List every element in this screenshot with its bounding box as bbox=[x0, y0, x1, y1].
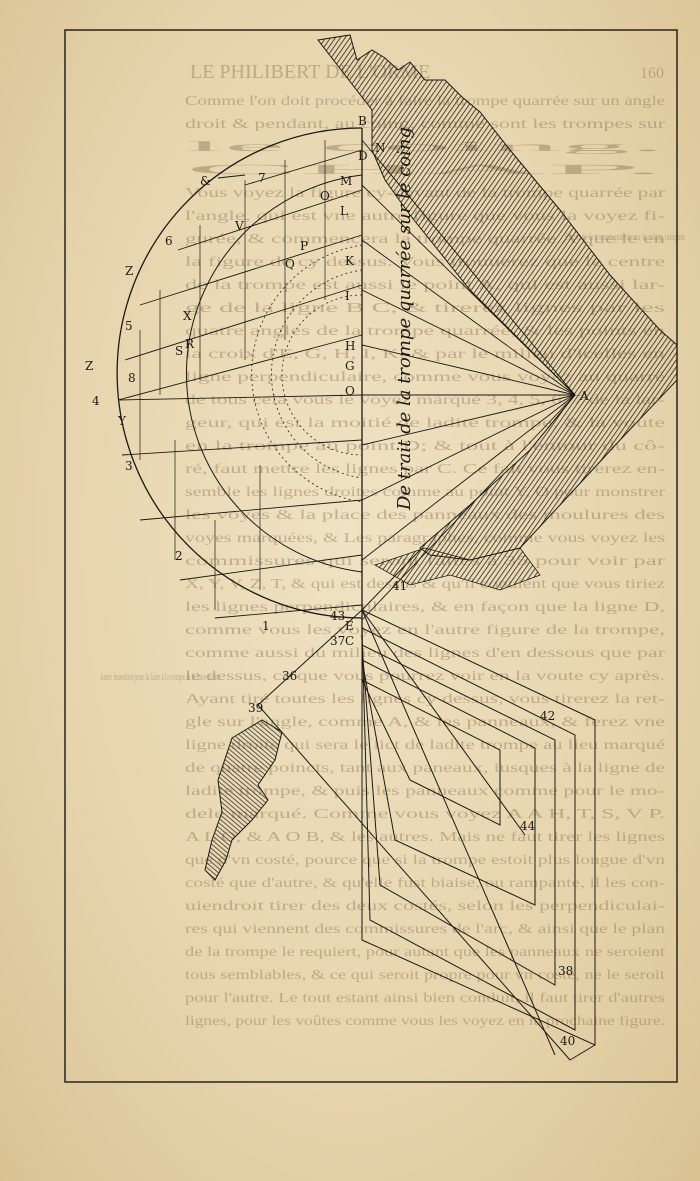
label-n: N bbox=[375, 141, 386, 155]
label-m: M bbox=[340, 174, 352, 188]
label-v: X bbox=[183, 309, 192, 323]
wall-hatch-upper bbox=[317, 34, 678, 561]
label-o2: O bbox=[345, 384, 355, 398]
plate-frame bbox=[64, 29, 678, 1083]
label-h: H bbox=[345, 339, 355, 353]
rays-from-a bbox=[361, 139, 576, 621]
label-r: R bbox=[185, 337, 195, 351]
label-5: 5 bbox=[125, 319, 133, 333]
wall-hatch-mid bbox=[374, 547, 541, 591]
label-x: Y bbox=[117, 414, 127, 428]
bleed-line: de quatre poincts, tant aux paneaux, ius… bbox=[185, 761, 665, 776]
label-37: 37 bbox=[330, 634, 345, 648]
bleed-line: les voyes & la place des panneaux des mo… bbox=[185, 508, 665, 523]
label-s: S bbox=[175, 344, 183, 358]
label-amp: & bbox=[200, 174, 211, 188]
bleed-margin-note: Façon de la trompe quarrée sur le coing,… bbox=[565, 232, 685, 243]
bleed-line: de tous cela vous le voyez marqué 3, 4, … bbox=[185, 393, 666, 408]
bleed-line: lignes, pour les voûtes comme vous les v… bbox=[185, 1014, 665, 1029]
label-42: 42 bbox=[540, 709, 555, 723]
bleed-line: dele marqué. Comme vous voyez A A H, T, … bbox=[185, 807, 665, 822]
dotted-arc-1 bbox=[251, 244, 363, 503]
bleed-line: les lignes perpendiculaires, & en façon … bbox=[185, 600, 665, 615]
bleed-line: gle sur l'angle, comme A, & les panneaux… bbox=[185, 715, 665, 730]
inner-arc bbox=[185, 174, 363, 573]
bleed-line: tous semblables, & ce qui seroit propre … bbox=[185, 968, 665, 983]
label-2: 2 bbox=[175, 549, 183, 563]
bleed-line: Ayant tiré toutes les lignes cy dessus, … bbox=[185, 692, 666, 707]
outer-arc bbox=[116, 127, 363, 619]
bleed-line: A L O, & A O B, & les autres. Mais ne fa… bbox=[185, 830, 665, 845]
bleed-line: de la trompe le requiert, pour autant qu… bbox=[185, 945, 665, 960]
label-k: K bbox=[345, 254, 355, 268]
label-i: I bbox=[345, 289, 350, 303]
label-g: G bbox=[345, 359, 355, 373]
bleed-line: pour l'autre. Le tout estant ainsi bien … bbox=[185, 991, 665, 1006]
label-38: 38 bbox=[558, 964, 573, 978]
bleed-line: res qui viennent des commissures de l'ar… bbox=[185, 922, 665, 937]
bleed-line: comme vous les voyez en l'autre figure d… bbox=[185, 623, 665, 638]
label-o: O bbox=[320, 189, 330, 203]
label-b: B bbox=[358, 114, 367, 128]
bleed-line: ligne perpendiculaire, comme vous voyez … bbox=[185, 370, 665, 385]
bleed-line: voyes marquées, & Les paragraphes, comme… bbox=[185, 531, 665, 546]
label-39: 39 bbox=[248, 701, 263, 715]
bleed-line: uiendroit tirer des deux costés, selon l… bbox=[185, 899, 666, 914]
bleed-line: que d'vn costé, pource que si la trompe … bbox=[185, 853, 665, 868]
bleed-page-number: 160 bbox=[640, 65, 664, 82]
plate-labels: B N D M O L K I H G O A E C V P Q X S R … bbox=[85, 114, 589, 1048]
label-1: 1 bbox=[262, 619, 270, 633]
bleed-line: costé que d'autre, & qu'elle fust biaise… bbox=[185, 876, 665, 891]
wall-hatch-lower bbox=[204, 719, 283, 881]
panels bbox=[257, 549, 596, 1061]
label-a: A bbox=[579, 389, 589, 403]
label-8: 8 bbox=[128, 371, 136, 385]
label-4: 4 bbox=[92, 394, 100, 408]
bleed-line: ligne droite qui sera le lict de ladite … bbox=[185, 738, 665, 753]
bleed-line: semble les lignes droites comme au point… bbox=[185, 485, 665, 500]
label-44: 44 bbox=[520, 819, 536, 833]
label-41: 41 bbox=[392, 579, 407, 593]
verticals bbox=[139, 140, 326, 610]
label-q: Q bbox=[285, 257, 295, 271]
label-7: 7 bbox=[258, 171, 266, 185]
label-43: 43 bbox=[330, 609, 345, 623]
label-p: P bbox=[300, 239, 308, 253]
dotted-arc-2 bbox=[271, 269, 363, 479]
label-3: 3 bbox=[125, 459, 133, 473]
label-t: V bbox=[234, 219, 244, 233]
dotted-arc-3 bbox=[281, 294, 363, 456]
label-e: E bbox=[345, 619, 354, 633]
label-l: L bbox=[340, 204, 348, 218]
label-36: 36 bbox=[282, 669, 297, 683]
bleed-line: comme aussi du milieu des lignes d'en de… bbox=[185, 646, 666, 661]
label-d: D bbox=[358, 149, 368, 163]
label-40: 40 bbox=[560, 1034, 575, 1048]
chords bbox=[117, 149, 363, 619]
label-y: Z bbox=[85, 359, 93, 373]
bleed-margin-note: Autre inuention pour la faire à la tromp… bbox=[100, 672, 220, 683]
label-c: C bbox=[345, 634, 354, 648]
label-z: Z bbox=[125, 264, 133, 278]
bleed-line: ladite trompe, & puis les panneaux comme… bbox=[185, 784, 666, 799]
plate-title: De trait de la trompe quarrée sur le coi… bbox=[394, 127, 415, 511]
label-6: 6 bbox=[165, 234, 173, 248]
bleed-line: X, Y, V, Z, T, & qui est dessus & qu'il … bbox=[185, 577, 665, 592]
